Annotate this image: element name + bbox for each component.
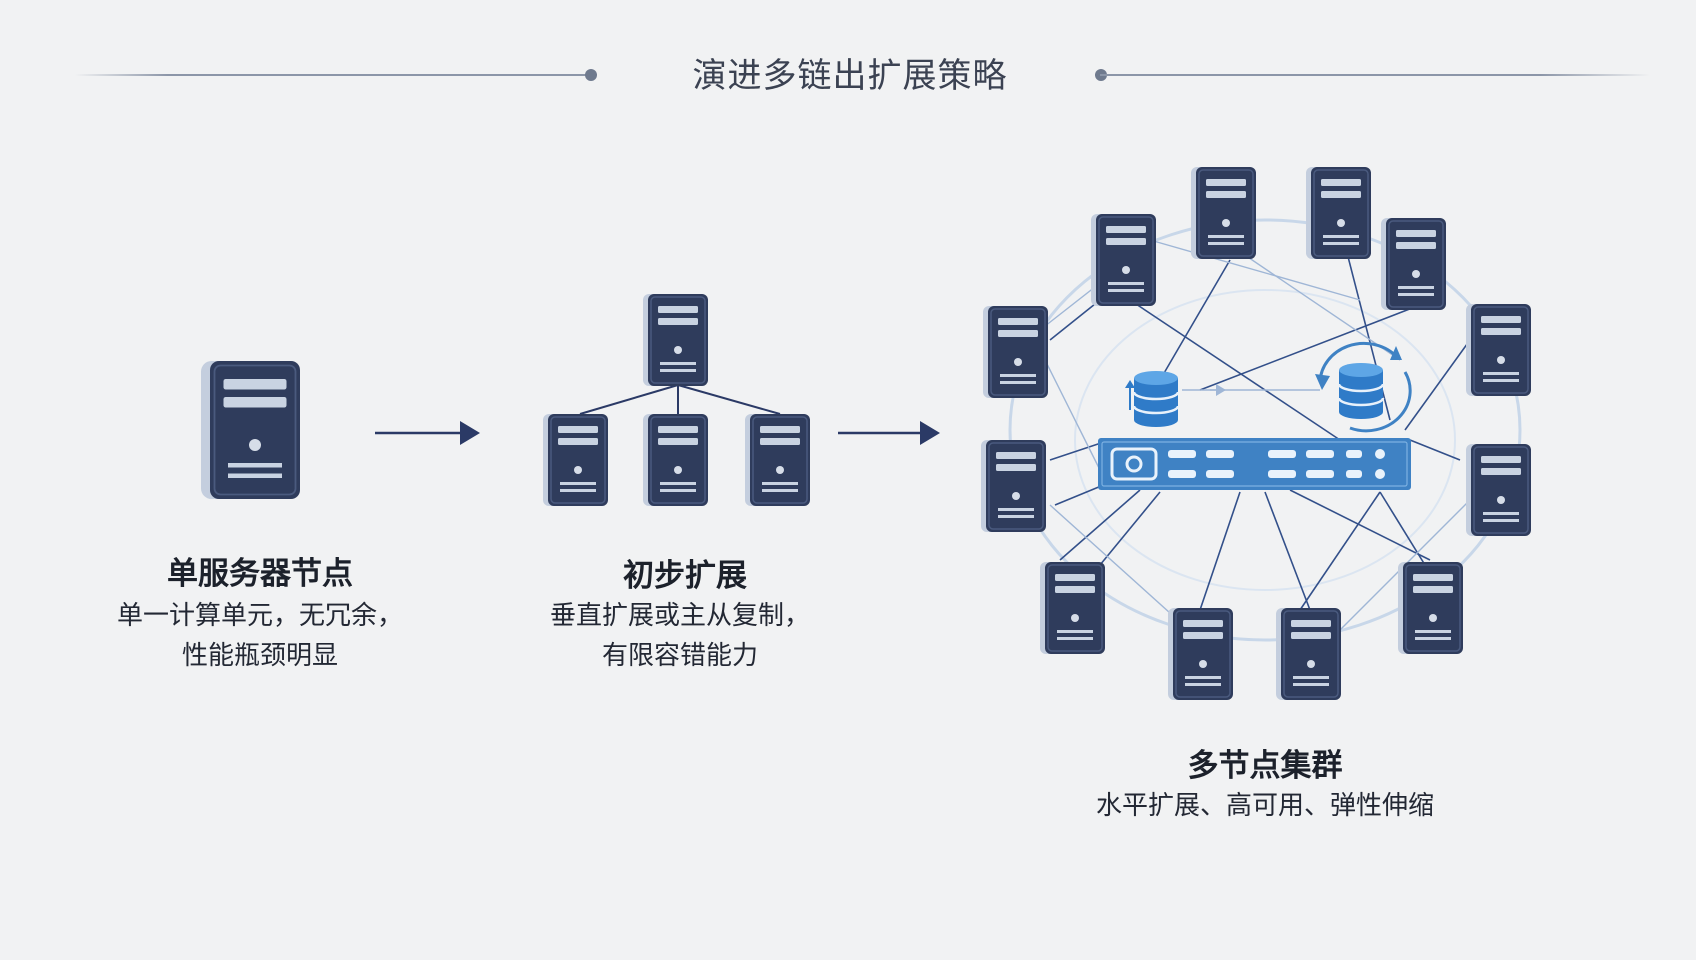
cluster-server-node (1275, 607, 1342, 701)
server-cluster-icon (980, 166, 1532, 701)
cluster-server-node (1039, 561, 1106, 655)
stage-title-cluster: 多节点集群 (1187, 748, 1343, 784)
cluster-server-node (1167, 607, 1234, 701)
stage-desc-line: 有限容错能力 (601, 641, 758, 671)
database-icon (1125, 369, 1226, 429)
server-node-replica (542, 413, 609, 507)
database-sync-icon (1315, 341, 1412, 433)
network-switch-icon (1098, 438, 1411, 490)
stage-title-initial: 初步扩展 (623, 558, 747, 594)
cluster-server-node (982, 305, 1049, 399)
diagram-title: 演进多链出扩展策略 (692, 56, 1008, 96)
title-rule-left (75, 74, 590, 76)
server-node-replica (642, 413, 709, 507)
cluster-server-node (1190, 166, 1257, 260)
stage-title-single: 单服务器节点 (167, 556, 353, 592)
cluster-server-node (1380, 217, 1447, 311)
stage-desc-line: 单一计算单元，无冗余， (116, 601, 403, 631)
arrow-right-icon (375, 421, 480, 445)
stage-desc-line: 性能瓶颈明显 (181, 641, 338, 671)
server-node-replica (744, 413, 811, 507)
title-dot-left (585, 69, 597, 81)
stage-desc-single: 单一计算单元，无冗余， 性能瓶颈明显 (60, 596, 460, 676)
stage-desc-cluster: 水平扩展、高可用、弹性伸缩 (1040, 786, 1490, 826)
single-server-icon (201, 361, 300, 499)
cluster-server-node (1397, 561, 1464, 655)
cluster-server-node (1465, 303, 1532, 397)
title-rule-right (1100, 74, 1650, 76)
stage-desc-line: 水平扩展、高可用、弹性伸缩 (1095, 791, 1434, 821)
server-tree-icon (542, 293, 811, 507)
arrow-right-icon (838, 421, 940, 445)
cluster-server-node (1090, 213, 1157, 307)
cluster-server-node (980, 439, 1047, 533)
stage-desc-line: 垂直扩展或主从复制， (549, 601, 810, 631)
server-node-primary (642, 293, 709, 387)
cluster-server-node (1465, 443, 1532, 537)
stage-desc-initial: 垂直扩展或主从复制， 有限容错能力 (480, 596, 880, 676)
cluster-server-node (1305, 166, 1372, 260)
